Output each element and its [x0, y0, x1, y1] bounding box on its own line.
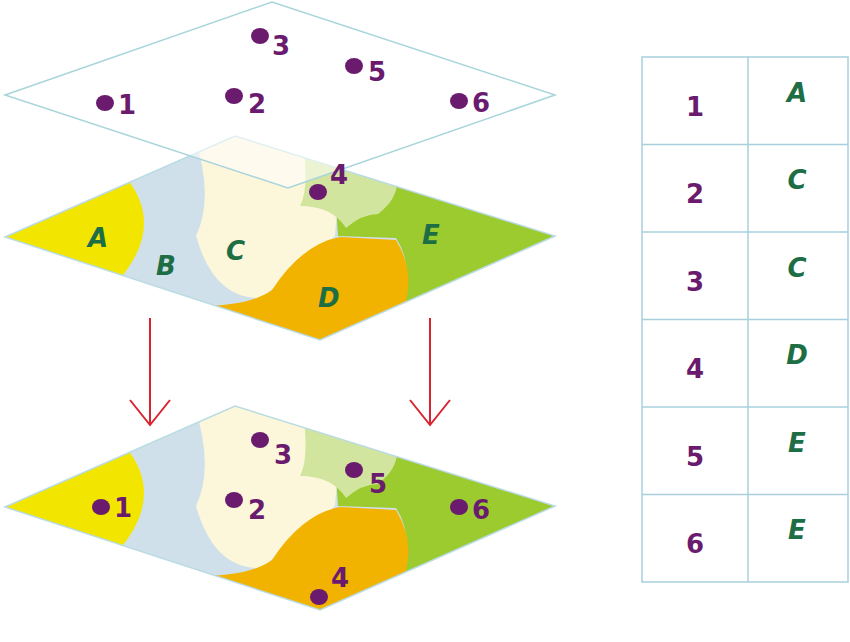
- table-cell: 1: [686, 94, 704, 120]
- callout-number: 3: [272, 33, 290, 59]
- table-cell: E: [788, 517, 806, 543]
- callout-number: 5: [369, 471, 387, 497]
- callout-number: 6: [472, 90, 490, 116]
- top-points: [96, 28, 468, 111]
- bottom-map: [0, 380, 600, 642]
- callout-number: 3: [274, 442, 292, 468]
- callout-number: 2: [248, 91, 266, 117]
- table-cell: D: [786, 342, 808, 368]
- callout-number: 6: [472, 497, 490, 523]
- point-dot: [309, 184, 327, 200]
- table-cell: 2: [686, 181, 704, 207]
- table-cell: 6: [686, 531, 704, 557]
- callout-number: 4: [331, 565, 349, 591]
- callout-number: 5: [368, 59, 386, 85]
- region-name: E: [422, 222, 440, 248]
- region-name: D: [318, 285, 340, 311]
- overlay-arrows: [130, 318, 450, 425]
- region-name: A: [88, 225, 108, 251]
- region-name: B: [156, 253, 176, 279]
- table-cell: A: [787, 80, 807, 106]
- bottom-points: [92, 432, 468, 605]
- callout-number: 2: [248, 497, 266, 523]
- callout-number: 1: [118, 92, 136, 118]
- callout-number: 1: [114, 495, 132, 521]
- callout-number: 4: [330, 162, 348, 188]
- table-cell: 3: [686, 269, 704, 295]
- table-cell: C: [787, 167, 806, 193]
- table-cell: E: [788, 430, 806, 456]
- table-cell: 5: [686, 444, 704, 470]
- table-cell: C: [787, 255, 806, 281]
- result-table: [642, 57, 848, 582]
- region-name: C: [226, 238, 245, 264]
- point-layer: [5, 2, 555, 188]
- table-cell: 4: [686, 356, 704, 382]
